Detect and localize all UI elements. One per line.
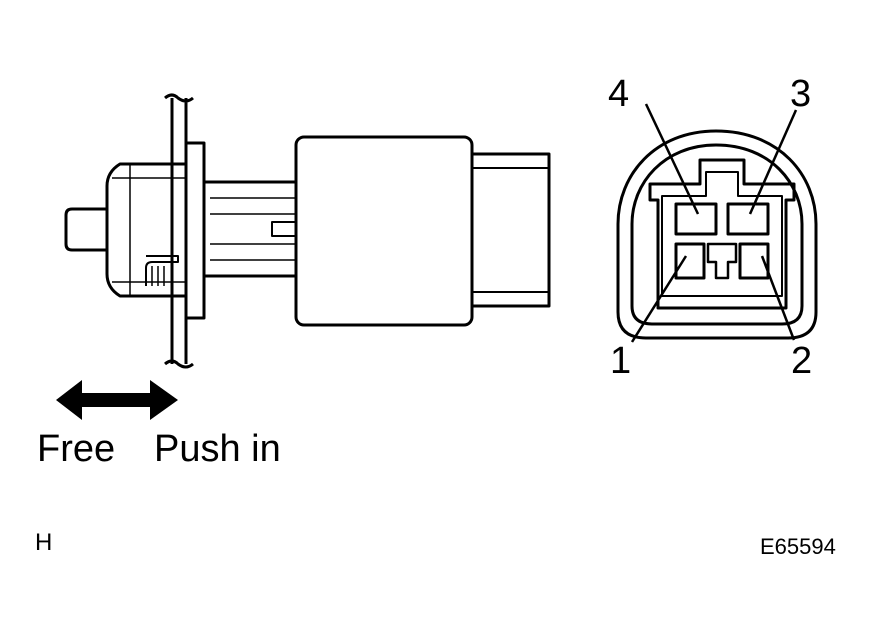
terminal-1 [674, 242, 706, 280]
connector-inner-shell [630, 143, 804, 326]
pin-label-3: 3 [790, 73, 812, 115]
plunger-tip [64, 207, 106, 252]
mounting-bracket [164, 93, 194, 369]
leader-4 [644, 103, 700, 215]
bracket-flange [186, 141, 206, 320]
push-in-label: Push in [154, 428, 281, 470]
pin-label-1: 1 [610, 340, 632, 382]
pin-label-4: 4 [608, 73, 630, 115]
terminal-3 [726, 202, 770, 236]
terminal-2 [738, 242, 770, 280]
leader-2 [760, 255, 796, 341]
switch-housing [294, 135, 474, 327]
terminal-cavity [648, 158, 796, 310]
free-label: Free [37, 428, 116, 470]
threaded-body [105, 162, 186, 298]
pin-label-2: 2 [791, 340, 813, 382]
connector-shroud [472, 152, 551, 308]
terminal-4 [674, 202, 718, 236]
movement-double-arrow [56, 380, 178, 420]
connector-outer-shell [616, 129, 818, 340]
switch-side-view [64, 93, 551, 369]
leader-3 [748, 109, 798, 215]
view-code-label: H [35, 529, 53, 556]
figure-id-label: E65594 [760, 534, 836, 559]
connector-face-view [616, 103, 818, 343]
leader-1 [630, 255, 688, 343]
